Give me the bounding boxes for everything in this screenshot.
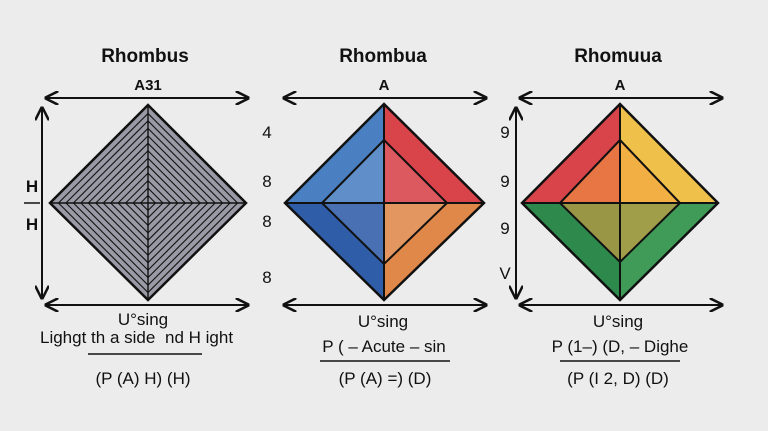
- panel-1-caption-2: Lighgt th a side: [40, 328, 155, 347]
- hatch-line: [147, 157, 194, 204]
- hatch-line: [87, 202, 149, 264]
- hatch-line: [147, 150, 201, 204]
- panel-3-left-label-2: 9: [500, 172, 509, 191]
- hatch-line: [132, 202, 149, 219]
- hatch-line: [147, 202, 156, 211]
- hatch-line: [147, 202, 171, 226]
- panel-2-caption-2: P ( – Acute – sin: [322, 337, 445, 356]
- hatch-line: [147, 187, 164, 204]
- hatch-line: [147, 202, 216, 271]
- panel-1-caption-2b: nd H ight: [165, 328, 233, 347]
- panel-2-formula: (P (A) =) (D): [339, 369, 432, 388]
- hatch-line: [110, 165, 149, 204]
- panel-2-title: Rhombua: [339, 46, 427, 67]
- panel-2-left-label-4: 8: [262, 268, 271, 287]
- panel-3-caption-1: U°sing: [593, 312, 643, 331]
- hatch-line: [80, 202, 149, 271]
- panel-3-caption-2: P (1–) (D, – Dighe: [552, 337, 689, 356]
- hatch-line: [147, 120, 231, 204]
- hatch-line: [125, 180, 149, 204]
- panel-1-caption-1: U°sing: [118, 310, 168, 329]
- panel-2-caption-1: U°sing: [358, 312, 408, 331]
- panel-1-top-label: A31: [134, 77, 162, 94]
- hatch-line: [72, 127, 149, 204]
- hatch-line: [72, 202, 149, 279]
- hatch-line: [147, 202, 179, 234]
- hatch-line: [65, 202, 149, 286]
- hatch-line: [147, 202, 224, 279]
- hatch-line: [102, 202, 149, 249]
- hatch-line: [147, 202, 209, 264]
- panel-1: Rhombus A31 H H U°sing Lighgt th a side …: [24, 46, 248, 388]
- panel-3: Rhomuua A 9 9 9 V U°sing P (1–) (D, – Di…: [499, 46, 722, 388]
- hatch-line: [147, 180, 171, 204]
- hatch-line: [80, 135, 149, 204]
- panel-2-left-label-2: 8: [262, 172, 271, 191]
- panel-1-hatching: [58, 113, 238, 293]
- panel-2: Rhombua A 4 8 8 8 U°sing P ( – Acute – s…: [262, 46, 486, 388]
- panel-3-left-label-3: 9: [500, 219, 509, 238]
- hatch-line: [140, 202, 149, 211]
- panel-3-title: Rhomuua: [574, 46, 662, 67]
- panel-2-left-label-3: 8: [262, 212, 271, 231]
- hatch-line: [147, 113, 238, 204]
- panel-3-rhombus: [520, 102, 720, 302]
- hatch-line: [65, 120, 149, 204]
- hatch-line: [147, 195, 156, 204]
- hatch-line: [147, 172, 179, 204]
- hatch-line: [147, 202, 238, 293]
- hatch-line: [132, 187, 149, 204]
- hatch-line: [147, 202, 194, 249]
- panel-3-left-label-4: V: [499, 264, 511, 283]
- hatch-line: [147, 202, 231, 286]
- panel-1-left-label-2: H: [26, 215, 38, 234]
- panel-1-formula: (P (A) H) (H): [95, 369, 190, 388]
- hatch-line: [147, 202, 201, 256]
- hatch-line: [110, 202, 149, 241]
- hatch-line: [140, 195, 149, 204]
- panel-2-left-label-1: 4: [262, 123, 271, 142]
- hatch-line: [147, 142, 209, 204]
- panel-3-top-label: A: [615, 77, 626, 94]
- panel-2-top-label: A: [379, 77, 390, 94]
- hatch-line: [147, 202, 164, 219]
- hatch-line: [117, 202, 149, 234]
- hatch-line: [87, 142, 149, 204]
- panel-1-left-label-1: H: [26, 177, 38, 196]
- panel-2-rhombus: [283, 102, 486, 302]
- hatch-line: [95, 202, 149, 256]
- hatch-line: [102, 157, 149, 204]
- panel-3-formula: (P (I 2, D) (D): [567, 369, 669, 388]
- hatch-line: [58, 113, 149, 204]
- panel-1-title: Rhombus: [101, 46, 189, 67]
- panel-3-left-label-1: 9: [500, 123, 509, 142]
- hatch-line: [125, 202, 149, 226]
- hatch-line: [147, 135, 216, 204]
- hatch-line: [117, 172, 149, 204]
- hatch-line: [147, 202, 186, 241]
- hatch-line: [95, 150, 149, 204]
- hatch-line: [58, 202, 149, 293]
- hatch-line: [147, 127, 224, 204]
- hatch-line: [147, 165, 186, 204]
